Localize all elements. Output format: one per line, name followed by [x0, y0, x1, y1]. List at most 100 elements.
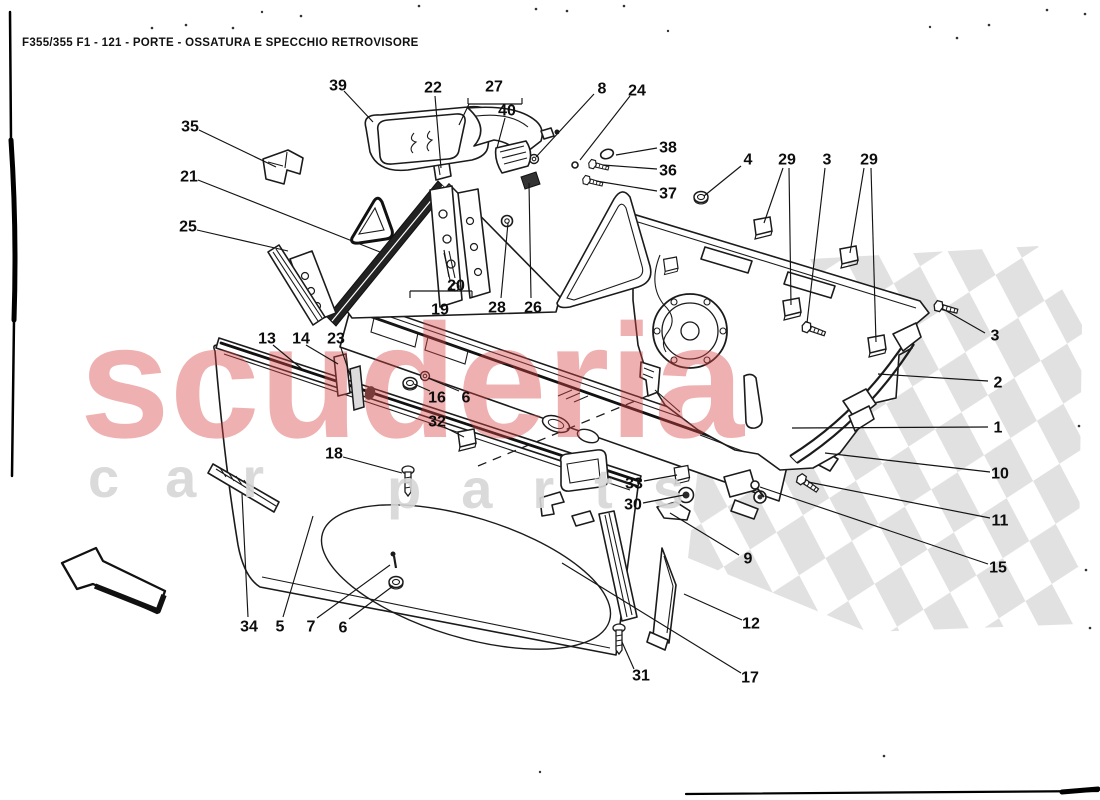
callout-31: 31 [621, 641, 650, 685]
callout-37: 37 [595, 180, 677, 203]
callout-29: 29 [763, 152, 796, 306]
callout-3: 3 [942, 308, 1000, 345]
callout-22: 22 [424, 80, 442, 169]
callout-13: 13 [258, 331, 303, 370]
watermark-sub-left: car [88, 446, 310, 509]
callout-7: 7 [307, 564, 391, 636]
svg-text:40: 40 [498, 103, 516, 120]
svg-text:12: 12 [742, 616, 760, 633]
svg-text:31: 31 [632, 668, 650, 685]
callout-12: 12 [683, 593, 760, 633]
callout-39: 39 [329, 78, 374, 123]
page-title: F355/355 F1 - 121 - PORTE - OSSATURA E S… [22, 37, 419, 49]
callout-28: 28 [488, 222, 509, 317]
svg-text:30: 30 [624, 497, 642, 514]
svg-text:20: 20 [447, 278, 465, 295]
svg-text:6: 6 [339, 620, 348, 637]
callout-6: 6 [427, 377, 471, 407]
callout-20: 20 [443, 249, 465, 295]
callout-38: 38 [615, 140, 677, 157]
svg-text:10: 10 [991, 466, 1009, 483]
callout-19: 19 [409, 290, 473, 319]
watermark-brand: scuderia [80, 291, 746, 472]
callout-4: 4 [703, 152, 753, 197]
svg-text:21: 21 [180, 169, 198, 186]
fastener-cluster [571, 148, 615, 190]
callout-23: 23 [327, 331, 352, 379]
svg-text:29: 29 [860, 152, 878, 169]
svg-text:17: 17 [741, 670, 759, 687]
callout-9: 9 [669, 512, 753, 568]
callout-40: 40 [496, 103, 516, 149]
svg-text:23: 23 [327, 331, 345, 348]
direction-arrow-icon [60, 546, 167, 615]
svg-text:29: 29 [778, 152, 796, 169]
svg-text:22: 22 [424, 80, 442, 97]
svg-text:28: 28 [488, 300, 506, 317]
lower-trim-parts [598, 510, 677, 655]
watermark: scuderia car parts [80, 291, 746, 520]
callout-5: 5 [276, 515, 314, 636]
callout-36: 36 [602, 163, 677, 180]
watermark-sub-right: parts [387, 457, 724, 520]
svg-text:7: 7 [307, 619, 316, 636]
callout-24: 24 [579, 83, 646, 161]
svg-text:2: 2 [994, 375, 1003, 392]
callout-10: 10 [824, 452, 1009, 483]
quarter-window-assembly [262, 142, 652, 327]
svg-text:34: 34 [240, 619, 258, 636]
svg-text:18: 18 [325, 446, 343, 463]
mirror-assembly [364, 105, 560, 174]
svg-text:9: 9 [744, 551, 753, 568]
callout-21: 21 [180, 169, 381, 253]
svg-text:19: 19 [431, 302, 449, 319]
callout-35: 35 [181, 119, 277, 168]
callout-29: 29 [849, 152, 878, 343]
callout-1: 1 [791, 420, 1003, 437]
svg-text:27: 27 [485, 79, 503, 96]
callout-26: 26 [524, 182, 542, 317]
callout-8: 8 [535, 81, 607, 158]
callout-32: 32 [428, 414, 465, 438]
callout-6: 6 [339, 585, 394, 637]
callout-16: 16 [413, 383, 446, 407]
svg-text:4: 4 [744, 152, 753, 169]
svg-text:25: 25 [179, 219, 197, 236]
svg-text:35: 35 [181, 119, 199, 136]
callout-3: 3 [806, 152, 832, 324]
svg-text:24: 24 [628, 83, 646, 100]
svg-text:16: 16 [428, 390, 446, 407]
callout-11: 11 [807, 481, 1009, 530]
callout-33: 33 [625, 474, 678, 493]
svg-text:11: 11 [992, 513, 1009, 530]
svg-text:32: 32 [428, 414, 446, 431]
door-skin [207, 337, 642, 656]
svg-text:15: 15 [989, 560, 1007, 577]
svg-text:14: 14 [292, 331, 310, 348]
svg-text:37: 37 [659, 186, 677, 203]
svg-text:38: 38 [659, 140, 677, 157]
svg-text:3: 3 [823, 152, 832, 169]
svg-text:33: 33 [625, 476, 643, 493]
callout-30: 30 [624, 494, 685, 514]
scan-artifacts [8, 4, 1100, 796]
svg-text:1: 1 [994, 420, 1003, 437]
window-guide-rail [789, 322, 922, 464]
callout-34: 34 [240, 493, 258, 636]
svg-text:6: 6 [462, 390, 471, 407]
svg-text:26: 26 [524, 300, 542, 317]
svg-text:13: 13 [258, 331, 276, 348]
svg-text:39: 39 [329, 78, 347, 95]
svg-text:3: 3 [991, 328, 1000, 345]
callout-2: 2 [877, 373, 1003, 392]
callout-18: 18 [325, 446, 403, 474]
callout-17: 17 [561, 562, 759, 687]
callout-27: 27 [458, 79, 523, 126]
svg-text:36: 36 [659, 163, 677, 180]
callout-15: 15 [759, 486, 1007, 577]
svg-text:8: 8 [598, 81, 607, 98]
svg-text:5: 5 [276, 619, 285, 636]
